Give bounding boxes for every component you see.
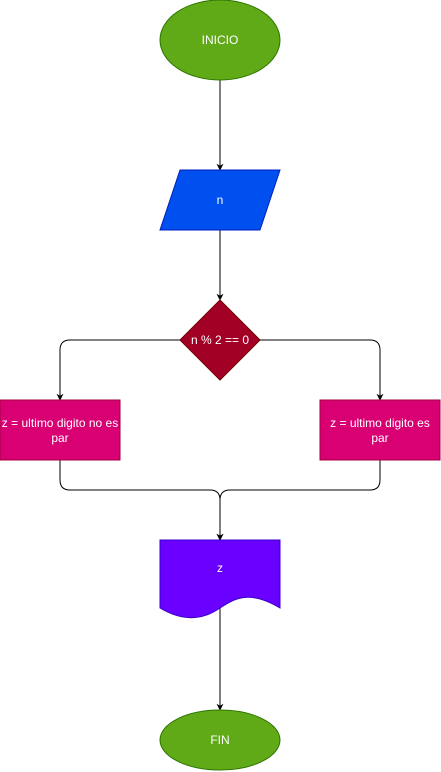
left-process-shape — [0, 399, 121, 461]
edge-left-to-output — [59, 460, 224, 541]
output-node: z — [159, 539, 281, 619]
output-label: z — [217, 561, 223, 575]
input-label: n — [217, 193, 224, 207]
right-process-label-line1: z = ultimo digito es — [330, 416, 430, 430]
left-process-node: z = ultimo digito no es par — [0, 399, 121, 461]
start-node: INICIO — [159, 0, 281, 81]
decision-node: n % 2 == 0 — [179, 299, 261, 381]
connectors — [56, 80, 384, 711]
input-shape — [159, 169, 281, 231]
left-process-label-line2: par — [51, 431, 68, 445]
start-shape — [159, 0, 281, 81]
right-process-label-line2: par — [371, 431, 388, 445]
right-process-shape — [319, 399, 441, 461]
output-shape — [159, 539, 281, 619]
left-process-label-line1: z = ultimo digito no es — [2, 416, 118, 430]
end-node: FIN — [159, 709, 281, 771]
edge-right-to-output — [216, 460, 381, 541]
right-process-node: z = ultimo digito es par — [319, 399, 441, 461]
edge-decision-to-left — [56, 339, 180, 401]
decision-shape — [179, 299, 261, 381]
input-node: n — [159, 169, 281, 231]
end-label: FIN — [210, 733, 229, 747]
start-label: INICIO — [202, 33, 239, 47]
end-shape — [159, 709, 281, 771]
edge-decision-to-right — [260, 339, 384, 401]
decision-label: n % 2 == 0 — [191, 333, 249, 347]
